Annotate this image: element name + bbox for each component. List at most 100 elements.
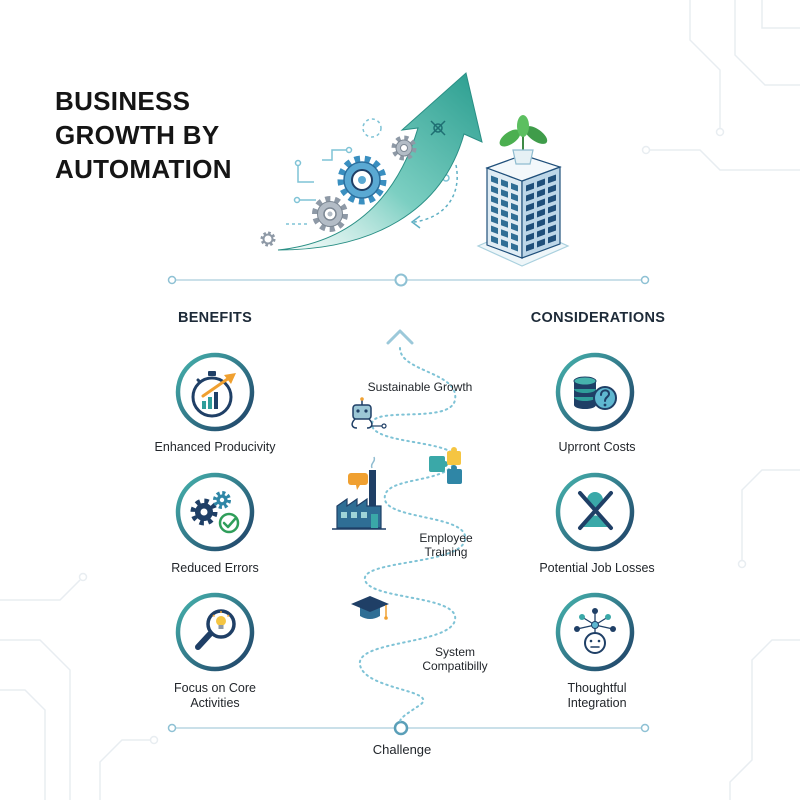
title-line: GROWTH BY	[55, 120, 220, 150]
label-line: Integration	[567, 696, 627, 710]
label-line: Reduced Errors	[171, 561, 259, 575]
building-window	[501, 209, 508, 218]
rising-arrow-icon	[277, 72, 483, 251]
building-window	[491, 185, 498, 195]
label-line: Sustainable Growth	[367, 380, 473, 394]
network-head-icon	[555, 592, 635, 672]
label-line: Activities	[190, 696, 240, 710]
building-window	[537, 178, 545, 188]
building-window	[491, 195, 498, 205]
building-window	[511, 222, 518, 232]
building-window	[491, 225, 498, 235]
label-line: Compatibilly	[422, 659, 488, 673]
building-window	[548, 174, 556, 184]
consideration-label: Potential Job Losses	[507, 561, 687, 576]
challenge-label: Challenge	[372, 742, 432, 757]
building-window	[526, 232, 534, 242]
building-window	[548, 184, 556, 194]
considerations-heading: CONSIDERATIONS	[530, 310, 666, 326]
building-window	[511, 242, 518, 252]
building-window	[548, 194, 556, 204]
building-window	[526, 242, 534, 252]
factory-icon	[332, 456, 386, 530]
building-window	[511, 192, 518, 202]
label-line: System	[434, 645, 475, 659]
gear-icon	[312, 196, 348, 232]
gear-icon	[260, 231, 276, 247]
pathway-step-label: System Compatibilly	[375, 645, 535, 673]
hero-circuit-lines	[286, 118, 458, 229]
pathway-step-label: Employee Training	[366, 531, 526, 559]
label-line: Employee	[419, 531, 473, 545]
chevron-up-icon	[386, 329, 414, 345]
building-window	[526, 192, 534, 202]
puzzle-icon	[429, 447, 462, 484]
building-window	[511, 212, 518, 222]
building-window	[501, 189, 508, 198]
building-window	[537, 198, 545, 208]
benefit-label: Focus on Core Activities	[125, 681, 305, 711]
label-line: Focus on Core	[174, 681, 256, 695]
hero-illustration	[260, 72, 570, 267]
building-window	[491, 205, 498, 215]
magnifier-lightbulb-icon	[175, 592, 255, 672]
building-window	[501, 219, 508, 228]
building-window	[548, 234, 556, 244]
label-line: Enhanced Producivity	[154, 440, 276, 454]
building-window	[491, 235, 498, 245]
pathway-dotted-line	[358, 347, 467, 723]
top-divider	[167, 273, 650, 287]
title-line: BUSINESS	[55, 86, 191, 116]
building-window	[526, 202, 534, 212]
building-window	[491, 175, 498, 185]
plant-icon	[499, 115, 548, 165]
page-title: BUSINESS GROWTH BY AUTOMATION	[55, 84, 232, 186]
building-window	[537, 188, 545, 198]
building-window	[511, 202, 518, 212]
gears-checkmark-icon	[175, 472, 255, 552]
gear-icon	[337, 155, 387, 205]
building-window	[537, 218, 545, 228]
consideration-label: Thoughtful Integration	[507, 681, 687, 711]
building-window	[501, 199, 508, 208]
building-window	[537, 228, 545, 238]
label-line: Training	[424, 545, 468, 559]
building-window	[526, 222, 534, 232]
building-window	[501, 229, 508, 238]
building-window	[537, 238, 545, 248]
robot-icon	[351, 397, 387, 429]
coins-question-icon	[555, 352, 635, 432]
benefits-heading: BENEFITS	[177, 310, 253, 326]
building-window	[511, 232, 518, 242]
building-windows-right	[526, 174, 556, 252]
building-window	[501, 179, 508, 188]
office-building-icon	[476, 154, 570, 267]
building-window	[548, 224, 556, 234]
building-window	[501, 239, 508, 248]
label-line: Uprront Costs	[558, 440, 636, 454]
title-line: AUTOMATION	[55, 154, 232, 184]
building-window	[491, 215, 498, 225]
gear-icon	[391, 135, 417, 161]
building-window	[526, 182, 534, 192]
arrow-target-icon	[430, 120, 446, 136]
building-window	[548, 214, 556, 224]
building-window	[548, 204, 556, 214]
bottom-divider	[167, 720, 650, 736]
building-window	[511, 182, 518, 192]
benefit-label: Enhanced Producivity	[125, 440, 305, 455]
building-window	[526, 212, 534, 222]
consideration-label: Uprront Costs	[507, 440, 687, 455]
person-crossed-icon	[555, 472, 635, 552]
label-line: Thoughtful	[567, 681, 627, 695]
pathway-step-label: Sustainable Growth	[340, 380, 500, 394]
graduation-cap-icon	[351, 596, 389, 620]
building-windows-left	[491, 175, 518, 252]
label-line: Potential Job Losses	[539, 561, 655, 575]
building-window	[537, 208, 545, 218]
stopwatch-chart-icon	[175, 352, 255, 432]
benefit-label: Reduced Errors	[125, 561, 305, 576]
